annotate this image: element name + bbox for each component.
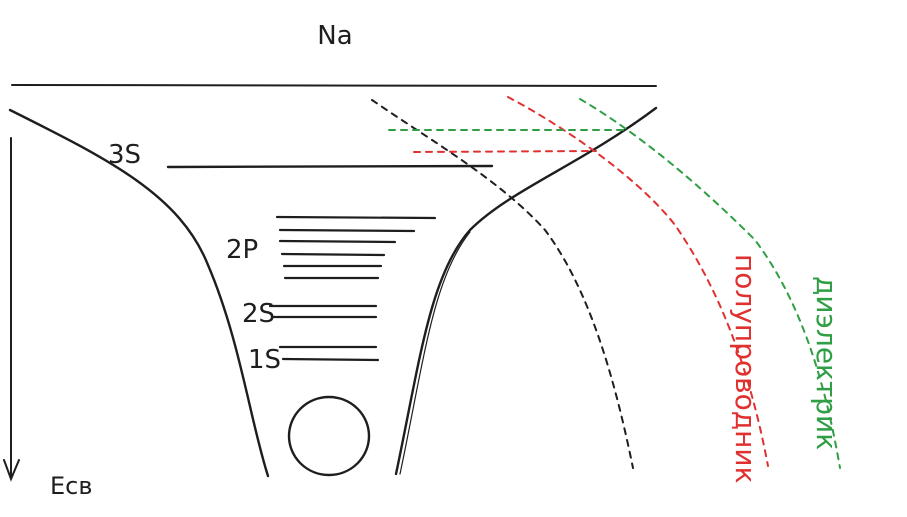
- level-2p-label: 2P: [226, 235, 258, 265]
- potential-well-right-wall: [394, 106, 658, 476]
- level-1s-label: 1S: [248, 345, 281, 375]
- dielectric-label: диэлектрик: [810, 276, 843, 450]
- nucleus-circle: [287, 395, 371, 477]
- semiconductor-dashed-level: [413, 150, 597, 153]
- semiconductor-dashed-curve: [507, 96, 769, 467]
- diagram-title: Na: [317, 21, 352, 51]
- semiconductor-label: полупроводник: [729, 254, 762, 484]
- vacuum-level-line: [11, 84, 657, 87]
- dielectric-dashed-curve: [579, 98, 841, 469]
- level-2p-lines: [275, 215, 437, 280]
- level-3s-label: 3S: [108, 140, 141, 170]
- potential-well-left-wall: [8, 108, 270, 478]
- energy-axis-label: Eсв: [50, 472, 93, 500]
- level-1s-lines: [278, 345, 380, 362]
- energy-axis-arrow: [3, 137, 20, 482]
- level-3s-line: [166, 164, 494, 169]
- potential-well-right-wall-double: [399, 231, 471, 475]
- level-2s-lines: [268, 304, 378, 319]
- metal-dashed-curve: [371, 99, 634, 469]
- level-2s-label: 2S: [242, 299, 275, 329]
